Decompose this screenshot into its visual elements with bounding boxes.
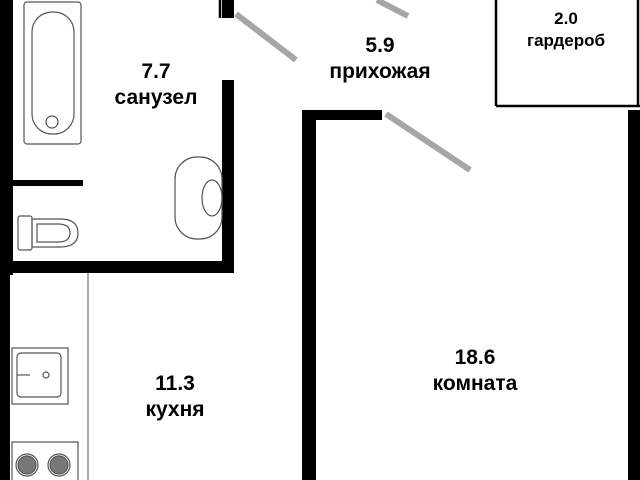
- kitchen-label: 11.3 кухня: [115, 371, 235, 423]
- kitchen-left-wall: [0, 273, 10, 480]
- bathroom-partition: [13, 180, 83, 186]
- bathroom-door-icon: [234, 11, 298, 63]
- bathroom-area: 7.7: [141, 60, 171, 83]
- washbasin-icon: [174, 156, 223, 240]
- stove-burners-icon: [11, 441, 79, 480]
- bathroom-right-wall-top: [222, 0, 234, 18]
- entrance-door-icon: [375, 0, 410, 19]
- wardrobe-walls: [218, 0, 640, 108]
- kitchen-sink-icon: [11, 347, 69, 405]
- door-leaves: [234, 0, 472, 173]
- bathroom-label: 7.7 санузел: [96, 59, 216, 111]
- living-room-right-wall: [628, 110, 640, 480]
- bathroom-left-wall: [0, 0, 13, 275]
- wardrobe-name: гардероб: [526, 31, 605, 50]
- bathroom-right-wall: [222, 80, 234, 272]
- hallway-label: 5.9 прихожая: [300, 33, 460, 85]
- kitchen-area: 11.3: [155, 372, 195, 395]
- living-room-door-icon: [384, 111, 472, 173]
- living-room-left-wall: [302, 110, 316, 480]
- toilet-icon: [17, 215, 79, 251]
- bathroom-bottom-wall: [0, 261, 234, 273]
- living-room-label: 18.6 комната: [400, 345, 550, 397]
- hallway-area: 5.9: [365, 34, 395, 57]
- kitchen-name: кухня: [145, 398, 205, 421]
- living-room-area: 18.6: [454, 346, 496, 369]
- bathroom-name: санузел: [114, 86, 198, 109]
- wardrobe-area: 2.0: [554, 9, 578, 28]
- living-room-name: комната: [432, 372, 518, 395]
- living-room-top-wall: [302, 110, 382, 120]
- hallway-name: прихожая: [329, 60, 431, 83]
- bathtub-icon: [23, 1, 82, 145]
- wardrobe-label: 2.0 гардероб: [500, 8, 632, 52]
